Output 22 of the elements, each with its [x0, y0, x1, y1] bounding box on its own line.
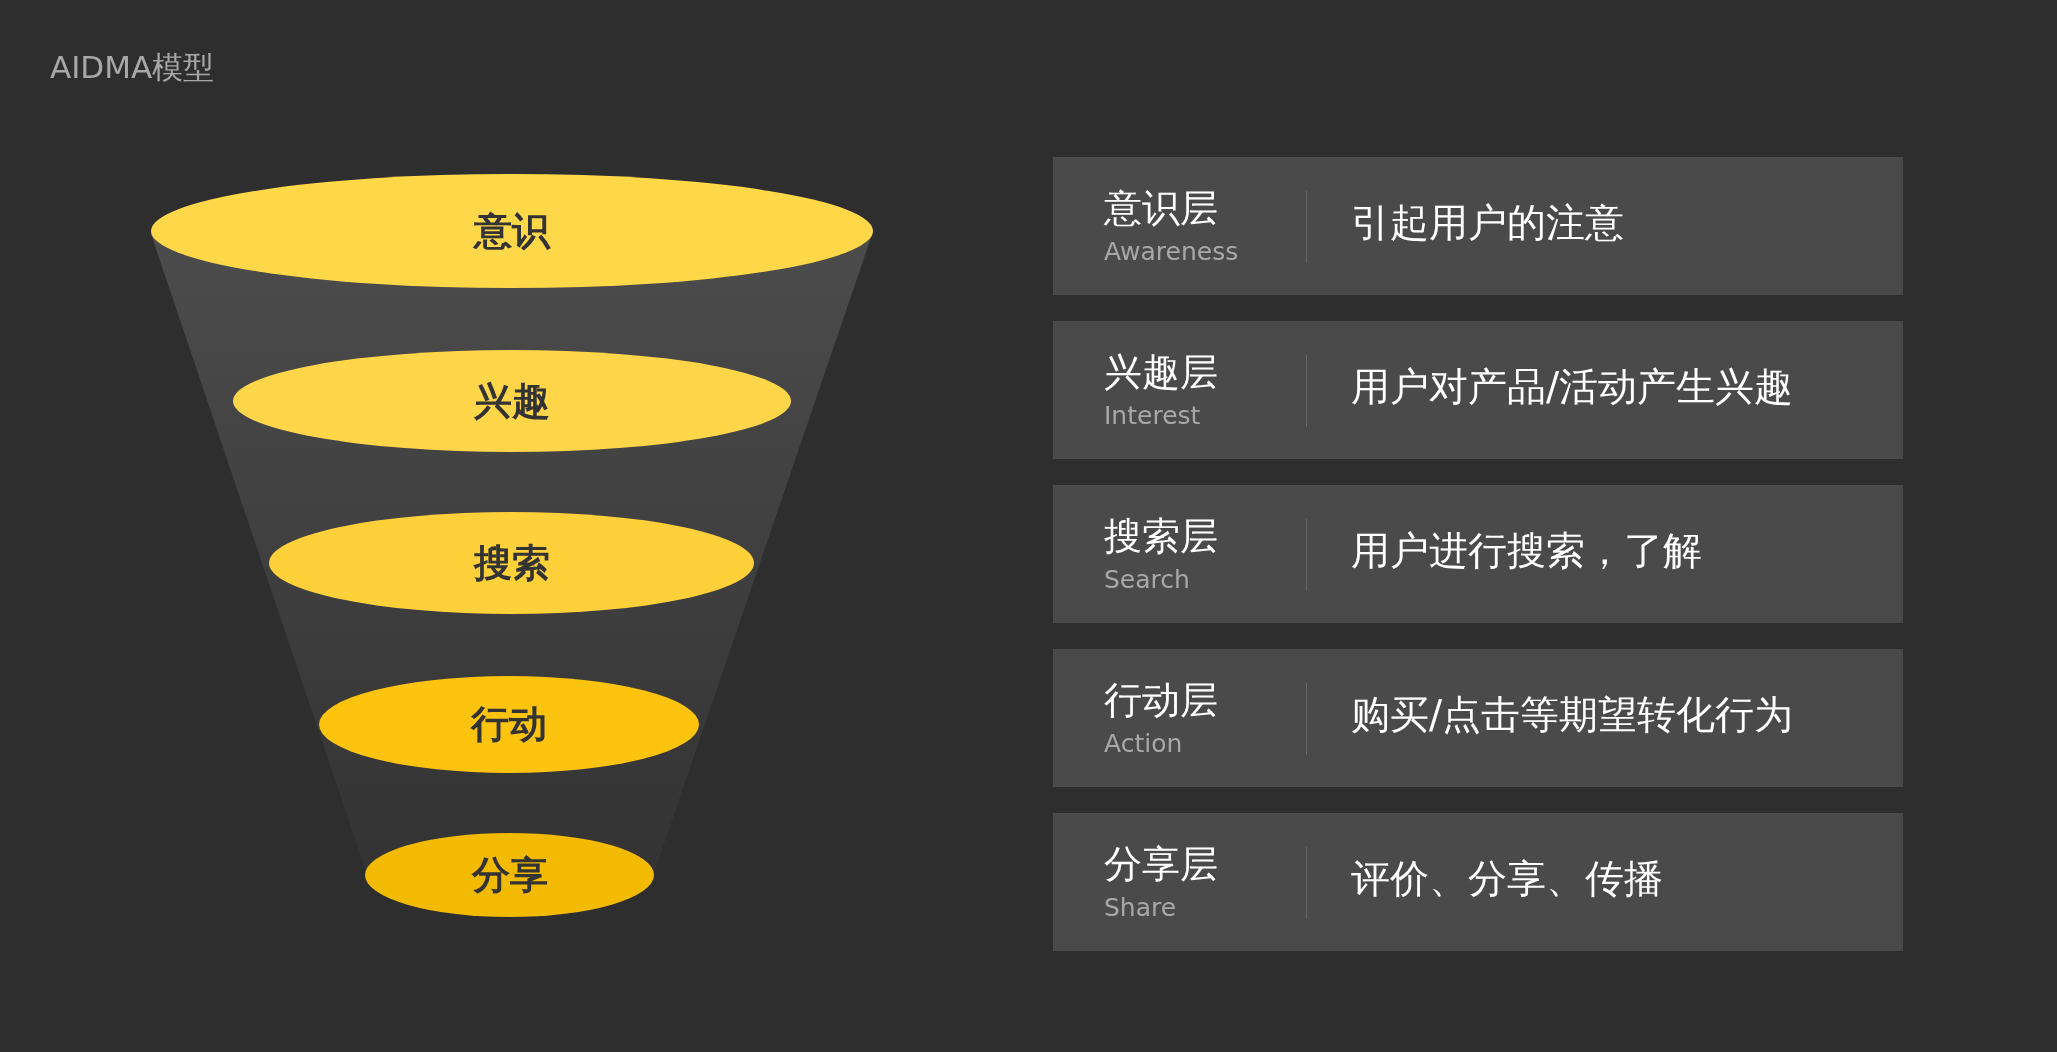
- stage-description: 用户对产品/活动产生兴趣: [1351, 363, 1794, 411]
- funnel-stage-ellipse: 意识: [151, 174, 873, 288]
- stage-subtitle: Search: [1104, 565, 1190, 594]
- stage-card: [1053, 321, 1903, 459]
- stage-card: [1053, 813, 1903, 951]
- diagram-title: AIDMA模型: [50, 48, 215, 87]
- stage-description: 引起用户的注意: [1351, 199, 1624, 247]
- stage-description: 购买/点击等期望转化行为: [1351, 691, 1794, 739]
- stage-subtitle: Interest: [1104, 401, 1201, 430]
- stage-title: 分享层: [1104, 844, 1218, 886]
- stage-title: 行动层: [1104, 680, 1218, 722]
- stage-title: 意识层: [1104, 188, 1218, 230]
- stage-subtitle: Share: [1104, 893, 1177, 922]
- stage-subtitle: Awareness: [1104, 237, 1239, 266]
- stage-title: 搜索层: [1104, 516, 1218, 558]
- stage-card: [1053, 157, 1903, 295]
- stage-title: 兴趣层: [1104, 352, 1218, 394]
- stage-card: [1053, 485, 1903, 623]
- stage-subtitle: Action: [1104, 729, 1183, 758]
- stage-description: 评价、分享、传播: [1351, 855, 1663, 903]
- stage-card: [1053, 649, 1903, 787]
- stage-description: 用户进行搜索，了解: [1351, 527, 1702, 575]
